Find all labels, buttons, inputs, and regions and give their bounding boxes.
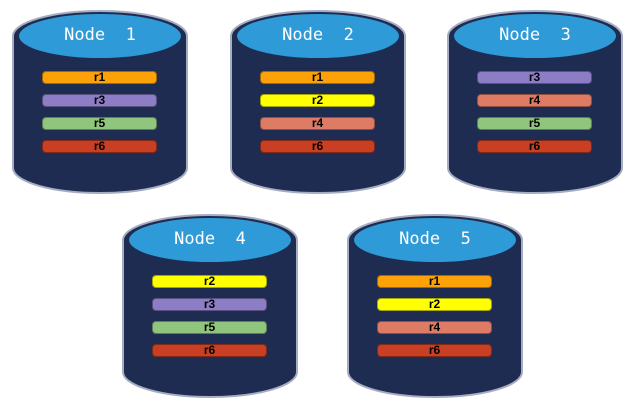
replica-bar: r5 [152, 321, 267, 334]
node-title: Node 2 [282, 25, 354, 45]
node-cylinder: Node 1 r1 r3 r5 r6 [10, 8, 190, 196]
cylinder-top-ellipse [129, 218, 291, 262]
replica-bar: r4 [477, 94, 592, 107]
replica-list: r1 r2 r4 r6 [377, 275, 492, 357]
node-cylinder: Node 4 r2 r3 r5 r6 [120, 212, 300, 400]
replica-bar: r6 [42, 140, 157, 153]
cylinder-top-ellipse [454, 14, 616, 58]
cylinder-top-ellipse [354, 218, 516, 262]
replica-bar: r5 [42, 117, 157, 130]
node-title: Node 5 [399, 229, 471, 249]
node-cylinder: Node 5 r1 r2 r4 r6 [345, 212, 525, 400]
node-title: Node 4 [174, 229, 246, 249]
replica-bar: r5 [477, 117, 592, 130]
replica-bar: r4 [260, 117, 375, 130]
replica-list: r2 r3 r5 r6 [152, 275, 267, 357]
replica-list: r1 r3 r5 r6 [42, 71, 157, 153]
cylinder-top-ellipse [237, 14, 399, 58]
replica-bar: r6 [477, 140, 592, 153]
replica-bar: r6 [377, 344, 492, 357]
replica-bar: r1 [42, 71, 157, 84]
replica-list: r3 r4 r5 r6 [477, 71, 592, 153]
replica-bar: r3 [477, 71, 592, 84]
replica-bar: r1 [377, 275, 492, 288]
replica-list: r1 r2 r4 r6 [260, 71, 375, 153]
cylinder-top-ellipse [19, 14, 181, 58]
replica-bar: r4 [377, 321, 492, 334]
node-cylinder: Node 3 r3 r4 r5 r6 [445, 8, 625, 196]
replica-bar: r3 [152, 298, 267, 311]
node-title: Node 3 [499, 25, 571, 45]
replica-bar: r2 [377, 298, 492, 311]
node-title: Node 1 [64, 25, 136, 45]
replica-bar: r2 [260, 94, 375, 107]
replica-bar: r1 [260, 71, 375, 84]
node-cylinder: Node 2 r1 r2 r4 r6 [228, 8, 408, 196]
replica-bar: r6 [260, 140, 375, 153]
replica-bar: r2 [152, 275, 267, 288]
replica-bar: r6 [152, 344, 267, 357]
replica-bar: r3 [42, 94, 157, 107]
